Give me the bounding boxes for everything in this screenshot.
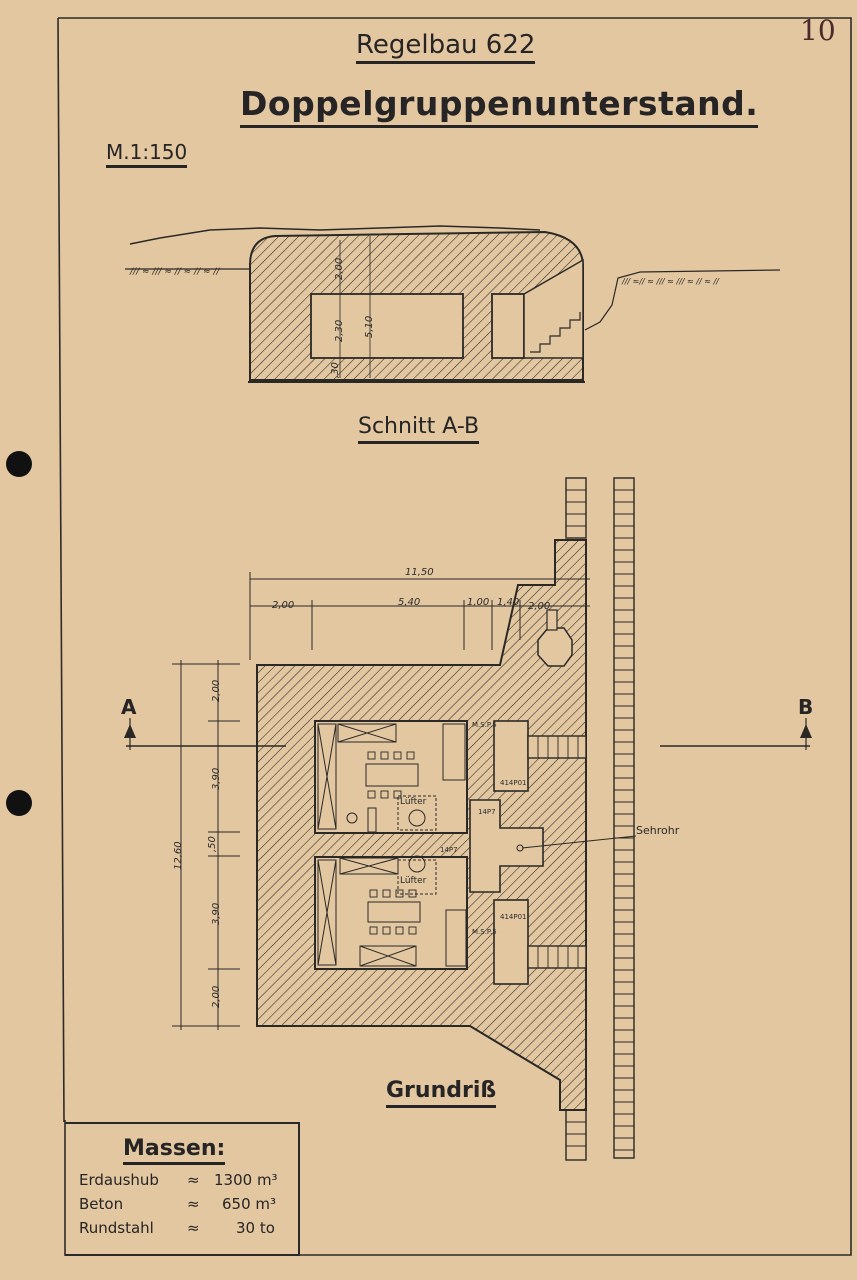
periscope-label: Sehrohr [636,824,680,837]
section-mark-a: A [121,695,137,719]
section-drawing: /// ≈ /// ≈ // ≈ // ≈ // /// ≈// ≈ /// ≈… [125,225,781,383]
section-stairs [530,312,581,353]
plan-dim-divider: ,50 [207,836,218,852]
section-dim-roof: 2,00 [334,257,345,280]
terrain-line [129,225,541,245]
trench-wall-right [613,477,635,1159]
plan-dim-room-lower: 3,90 [211,902,222,925]
mass-value-steel: 30 to [236,1219,275,1237]
door-label-3: 14P7 [440,846,458,854]
plan-drawing [124,477,812,1161]
plan-dim-height-total: 12,60 [173,841,184,870]
section-room [310,293,464,359]
plan-title: Grundriß [386,1078,497,1108]
plan-dim-top-wall: 2,00 [211,679,222,702]
plan-dim-b: 1,40 [497,597,520,608]
scale-label: M.1:150 [106,140,188,168]
page-number: 10 [800,14,836,47]
emergency-exit [537,627,573,667]
ground-hatch-right: /// ≈// ≈ /// ≈ /// ≈ // ≈ // [621,277,720,286]
mass-value-concrete: 650 m³ [222,1195,277,1213]
door-label-1: M.S.P.5 [472,721,497,729]
room-upper [314,720,468,834]
section-dim-total: 5,10 [364,315,375,338]
plan-dim-room: 5,40 [398,597,421,608]
door-label-2: M.S.P.5 [472,928,497,936]
door-label-5: 414P01 [500,913,527,921]
mass-name-excavation: Erdaushub [79,1171,159,1189]
plan-dim-bottom-wall: 2,00 [211,985,222,1008]
punch-hole-lower [6,790,32,816]
door-label-4: 414P01 [500,779,527,787]
fan-upper-label: Lüfter [400,797,427,807]
periscope-room [469,799,544,893]
section-mark-b: B [798,695,814,719]
plan-dim-total: 11,50 [405,567,434,578]
section-dim-floor: ,30 [330,362,341,378]
ground-line-right [584,269,781,331]
masses-table [65,1122,300,1256]
plan-dim-c: 2,00 [528,601,551,612]
section-dim-height-room: 2,30 [334,319,345,342]
drawing-subtitle: Doppelgruppenunterstand. [240,84,759,128]
plan-dim-wall: 2,00 [272,600,295,611]
mass-sym-concrete: ≈ [187,1195,200,1213]
mass-name-steel: Rundstahl [79,1219,154,1237]
ground-hatch-left: /// ≈ /// ≈ // ≈ // ≈ // [129,267,220,277]
sheet-frame [58,17,852,1256]
mass-value-excavation: 1300 m³ [214,1171,278,1189]
section-title: Schnitt A-B [358,414,480,444]
sheet-frame-left [57,17,65,1123]
mass-sym-steel: ≈ [187,1219,200,1237]
punch-hole-upper [6,451,32,477]
mass-sym-excavation: ≈ [187,1171,200,1189]
room-lower [314,856,468,970]
masses-title: Massen: [123,1136,226,1165]
section-passage [491,293,525,359]
mass-name-concrete: Beton [79,1195,124,1213]
fan-lower-label: Lüfter [400,876,427,886]
drawing-title: Regelbau 622 [356,30,536,64]
door-label-6: 14P7 [478,808,496,816]
plan-dim-a: 1,00 [467,597,490,608]
plan-dim-room-upper: 3,90 [211,767,222,790]
